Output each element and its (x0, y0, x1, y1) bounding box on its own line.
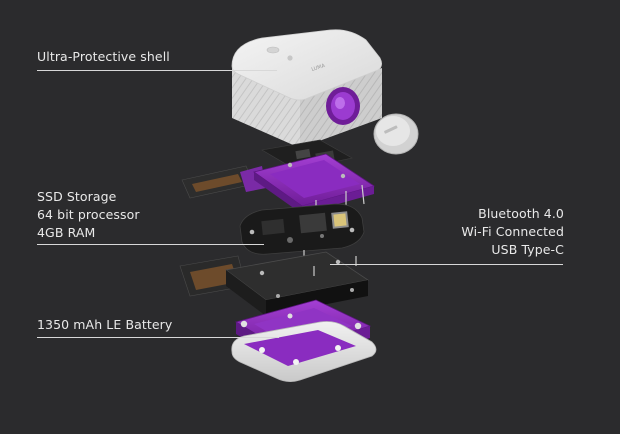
connectivity-line-1: Bluetooth 4.0 (478, 206, 564, 221)
shell-leader-line (37, 70, 277, 71)
connectivity-callout: Bluetooth 4.0 Wi-Fi Connected USB Type-C (440, 205, 564, 259)
shell-callout-text: Ultra-Protective shell (37, 49, 170, 64)
battery-callout-text: 1350 mAh LE Battery (37, 317, 173, 332)
shell-part: LUMA (231, 29, 419, 155)
lens-cap (373, 113, 419, 155)
storage-callout: SSD Storage 64 bit processor 4GB RAM (37, 188, 140, 242)
shell-callout: Ultra-Protective shell (37, 48, 170, 66)
connectivity-line-3: USB Type-C (491, 242, 564, 257)
storage-line-2: 64 bit processor (37, 207, 140, 222)
battery-leader-line (37, 337, 279, 338)
lens (326, 87, 360, 125)
storage-leader-line (37, 244, 264, 245)
battery-part (179, 251, 370, 316)
storage-line-1: SSD Storage (37, 189, 117, 204)
battery-callout: 1350 mAh LE Battery (37, 316, 172, 334)
main-board-part (239, 203, 365, 262)
shell-logo-text: LUMA (311, 63, 327, 73)
connectivity-line-2: Wi-Fi Connected (461, 224, 564, 239)
storage-line-3: 4GB RAM (37, 225, 96, 240)
base-part (231, 321, 377, 382)
upper-frame-part (181, 139, 375, 214)
connectivity-leader-line (330, 264, 563, 265)
